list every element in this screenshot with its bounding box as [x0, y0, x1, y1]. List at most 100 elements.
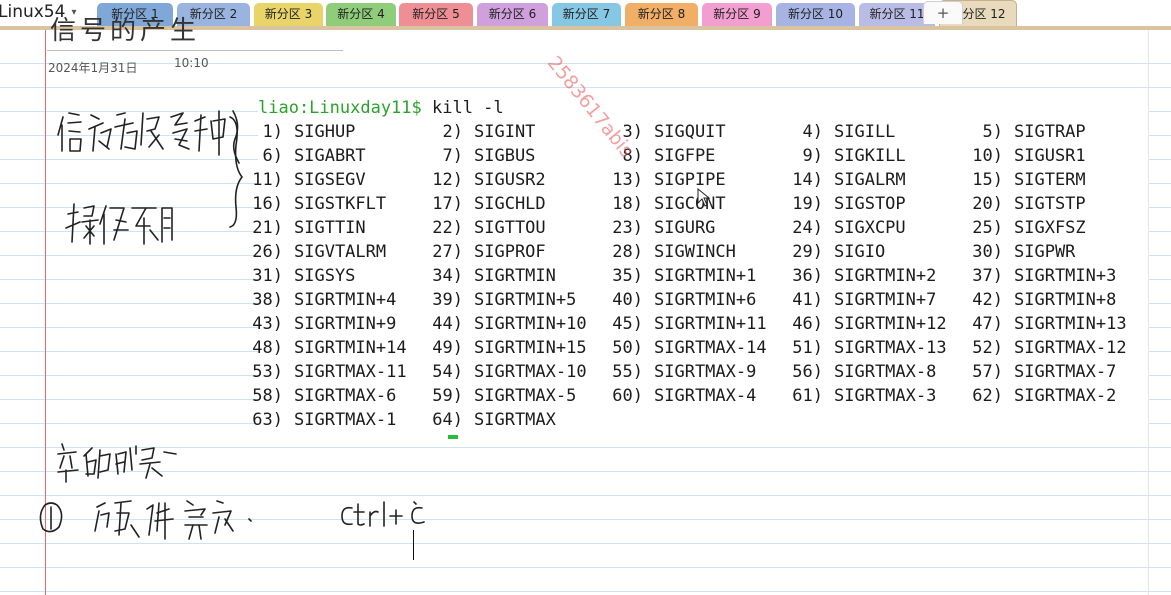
- signal-name: SIGRTMIN+3: [1014, 266, 1117, 286]
- signal-name: SIGURG: [654, 218, 716, 238]
- signal-name: SIGRTMAX-8: [834, 362, 937, 382]
- signal-name: SIGRTMIN+13: [1014, 314, 1127, 334]
- signal-number: 54): [432, 362, 463, 382]
- signal-number: 47): [972, 314, 1003, 334]
- signal-name: SIGRTMAX-11: [294, 362, 407, 382]
- signal-entry: 5)SIGTRAP: [960, 120, 1086, 144]
- signal-entry: 23) SIGURG: [600, 216, 715, 240]
- signal-number: 11): [252, 170, 283, 190]
- chevron-down-icon[interactable]: ▾: [71, 7, 77, 18]
- signal-number: 43): [252, 314, 283, 334]
- signal-entry: 1)SIGHUP: [240, 120, 356, 144]
- signal-entry: 50)SIGRTMAX-14: [600, 336, 767, 360]
- signal-name: SIGRTMIN+11: [654, 314, 767, 334]
- signal-name: SIGRTMAX-14: [654, 338, 767, 358]
- signal-number: 10): [972, 146, 1003, 166]
- signal-entry: 29) SIGIO: [780, 240, 885, 264]
- tab-section-8[interactable]: 新分区 8: [625, 3, 698, 26]
- tab-section-11[interactable]: 新分区 11: [859, 3, 935, 26]
- signal-number: 61): [792, 386, 823, 406]
- signal-entry: 38)SIGRTMIN+4: [240, 288, 396, 312]
- handwriting-note-4[interactable]: [35, 495, 265, 545]
- signal-name: SIGRTMAX-3: [834, 386, 937, 406]
- signal-number: 29): [792, 242, 823, 262]
- handwriting-note-3[interactable]: [54, 440, 179, 486]
- page-margin-line: [45, 30, 46, 595]
- signal-entry: 22)SIGTTOU: [420, 216, 545, 240]
- signal-number: 36): [792, 266, 823, 286]
- tab-section-5[interactable]: 新分区 5: [399, 3, 473, 26]
- signal-number: 31): [252, 266, 283, 286]
- signal-name: SIGRTMAX-5: [474, 386, 577, 406]
- signal-name: SIGRTMIN+2: [834, 266, 937, 286]
- signal-entry: 3)SIGQUIT: [600, 120, 726, 144]
- signal-name: SIGINT: [474, 122, 536, 142]
- signal-number: 35): [612, 266, 643, 286]
- signal-name: SIGSYS: [294, 266, 356, 286]
- signal-number: 28): [612, 242, 643, 262]
- signal-number: 23): [612, 218, 643, 238]
- tab-section-2[interactable]: 新分区 2: [177, 3, 250, 26]
- handwriting-note-2[interactable]: [64, 200, 174, 250]
- signal-entry: 56)SIGRTMAX-8: [780, 360, 936, 384]
- signal-entry: 40)SIGRTMIN+6: [600, 288, 756, 312]
- tab-section-3[interactable]: 新分区 3: [254, 3, 323, 26]
- signal-name: SIGTSTP: [1014, 194, 1086, 214]
- signal-number: 60): [612, 386, 643, 406]
- signal-name: SIGRTMAX-7: [1014, 362, 1117, 382]
- signal-number: 21): [252, 218, 283, 238]
- signal-entry: 28)SIGWINCH: [600, 240, 736, 264]
- signal-number: 55): [612, 362, 643, 382]
- add-section-button[interactable]: +: [923, 1, 963, 24]
- page-title[interactable]: 信号的产生: [50, 16, 201, 42]
- signal-name: SIGRTMAX-6: [294, 386, 397, 406]
- signal-number: 44): [432, 314, 463, 334]
- signal-entry: 61) SIGRTMAX-3: [780, 384, 936, 408]
- signal-entry: 19)SIGSTOP: [780, 192, 905, 216]
- handwriting-note-5[interactable]: [338, 498, 438, 532]
- notebook-selector[interactable]: Linux54▾: [0, 0, 76, 24]
- signal-entry: 25)SIGXFSZ: [960, 216, 1085, 240]
- tab-section-1[interactable]: 新分区 1: [97, 3, 173, 26]
- signal-entry: 42)SIGRTMIN+8: [960, 288, 1116, 312]
- handwriting-note-1[interactable]: [55, 105, 245, 165]
- signal-name: SIGIO: [834, 242, 886, 262]
- signal-number: 38): [252, 290, 283, 310]
- signal-name: SIGRTMIN+8: [1014, 290, 1117, 310]
- signal-entry: 53) SIGRTMAX-11: [240, 360, 407, 384]
- title-underline: [47, 50, 343, 51]
- signal-entry: 35) SIGRTMIN+1: [600, 264, 756, 288]
- signal-name: SIGRTMIN+1: [654, 266, 757, 286]
- signal-entry: 7)SIGBUS: [420, 144, 536, 168]
- tab-section-10[interactable]: 新分区 10: [776, 3, 855, 26]
- tab-section-9[interactable]: 新分区 9: [702, 3, 772, 26]
- tab-section-4[interactable]: 新分区 4: [326, 3, 396, 26]
- signal-entry: 11)SIGSEGV: [240, 168, 365, 192]
- signal-number: 46): [792, 314, 823, 334]
- signal-name: SIGRTMIN+15: [474, 338, 587, 358]
- signal-number: 53): [252, 362, 283, 382]
- signal-entry: 60)SIGRTMAX-4: [600, 384, 756, 408]
- signal-number: 49): [432, 338, 463, 358]
- signal-entry: 31) SIGSYS: [240, 264, 355, 288]
- signal-entry: 14)SIGALRM: [780, 168, 905, 192]
- terminal-command-line: liao:Linuxday11$ kill -l: [258, 96, 504, 120]
- signal-number: 63): [252, 410, 283, 430]
- signal-number: 51): [792, 338, 823, 358]
- signal-name: SIGRTMIN: [474, 266, 556, 286]
- signal-name: SIGRTMIN+14: [294, 338, 407, 358]
- signal-entry: 51)SIGRTMAX-13: [780, 336, 946, 360]
- signal-number: 39): [432, 290, 463, 310]
- signal-entry: 24)SIGXCPU: [780, 216, 906, 240]
- signal-entry: 27)SIGPROF: [420, 240, 545, 264]
- signal-name: SIGILL: [834, 122, 896, 142]
- signal-entry: 2)SIGINT: [420, 120, 536, 144]
- signal-number: 52): [972, 338, 1003, 358]
- handwriting-brace: [229, 116, 243, 228]
- signal-entry: 39)SIGRTMIN+5: [420, 288, 576, 312]
- signal-entry: 62)SIGRTMAX-2: [960, 384, 1116, 408]
- signal-name: SIGXCPU: [834, 218, 906, 238]
- tab-section-7[interactable]: 新分区 7: [552, 3, 621, 26]
- tab-section-6[interactable]: 新分区 6: [477, 3, 548, 26]
- tab-bar-divider: [0, 26, 1171, 30]
